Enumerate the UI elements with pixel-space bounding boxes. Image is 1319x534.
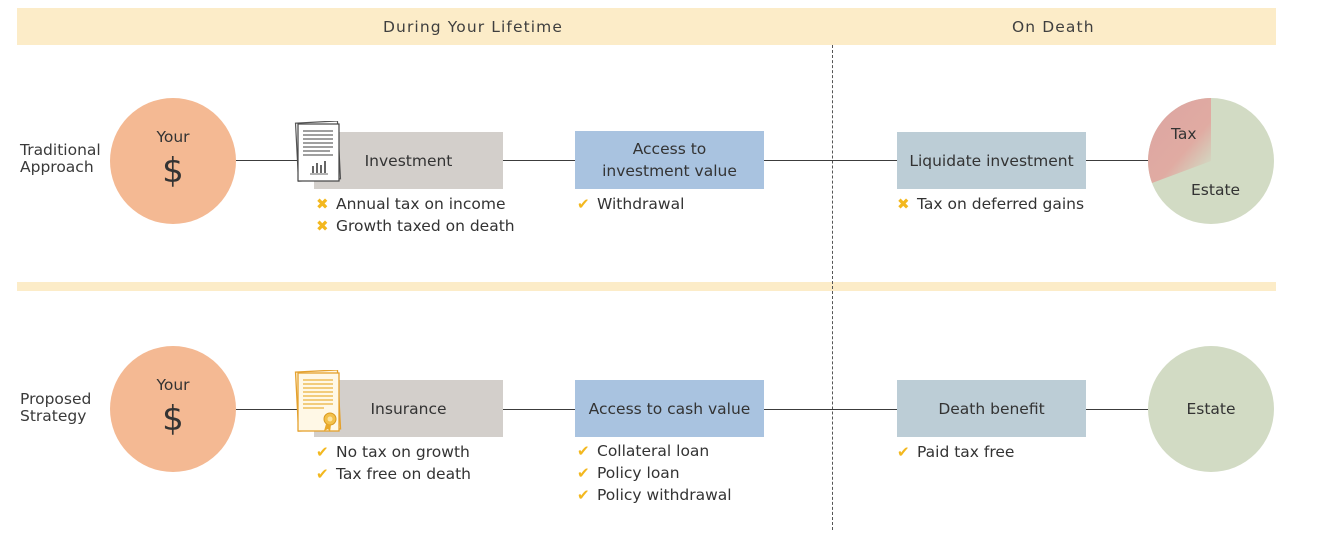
- proposed-dollar-icon: $: [162, 399, 184, 439]
- lifetime-death-divider: [832, 45, 833, 530]
- insurance-note-1: ✔No tax on growth: [316, 442, 470, 464]
- traditional-approach-label: Traditional Approach: [20, 141, 101, 176]
- insurance-note-2: ✔Tax free on death: [316, 464, 471, 486]
- check-icon: ✔: [316, 465, 329, 483]
- cross-icon: ✖: [897, 195, 910, 213]
- check-icon: ✔: [897, 443, 910, 461]
- pie-estate-label: Estate: [1191, 181, 1241, 199]
- death-benefit-box: Death benefit: [897, 380, 1086, 437]
- investment-note-1: ✖Annual tax on income: [316, 194, 506, 216]
- investment-box: Investment: [314, 132, 503, 189]
- check-icon: ✔: [577, 442, 590, 460]
- access-cash-note-2: ✔Policy loan: [577, 463, 680, 485]
- header-on-death: On Death: [1012, 18, 1095, 36]
- access-cash-note-3: ✔Policy withdrawal: [577, 485, 732, 507]
- insurance-policy-icon: [294, 369, 342, 438]
- access-cash-value-label: Access to cash value: [588, 399, 751, 418]
- access-cash-value-box: Access to cash value: [575, 380, 764, 437]
- death-benefit-label: Death benefit: [938, 399, 1045, 418]
- proposed-strategy-label: Proposed Strategy: [20, 390, 92, 425]
- access-cash-note-1: ✔Collateral loan: [577, 441, 709, 463]
- estate-circle: Estate: [1148, 346, 1274, 472]
- liquidate-investment-label: Liquidate investment: [909, 151, 1074, 170]
- check-icon: ✔: [577, 486, 590, 504]
- investment-document-icon: [294, 120, 342, 187]
- traditional-your-label: Your: [156, 128, 190, 146]
- traditional-your-money-circle: [110, 98, 236, 224]
- access-investment-value-label: Access to investment value: [602, 140, 737, 180]
- tax-slice: [1148, 98, 1211, 183]
- pie-tax-label: Tax: [1171, 125, 1197, 143]
- row-divider-band: [17, 282, 1276, 291]
- investment-note-2: ✖Growth taxed on death: [316, 216, 515, 238]
- header-band: [17, 8, 1276, 45]
- traditional-dollar-icon: $: [162, 151, 184, 191]
- proposed-your-money-circle: [110, 346, 236, 472]
- access-investment-note-1: ✔Withdrawal: [577, 194, 684, 216]
- check-icon: ✔: [316, 443, 329, 461]
- insurance-box-label: Insurance: [370, 399, 447, 418]
- cross-icon: ✖: [316, 217, 329, 235]
- check-icon: ✔: [577, 195, 590, 213]
- liquidate-investment-box: Liquidate investment: [897, 132, 1086, 189]
- header-lifetime: During Your Lifetime: [383, 18, 563, 36]
- check-icon: ✔: [577, 464, 590, 482]
- investment-box-label: Investment: [364, 151, 453, 170]
- liquidate-note-1: ✖Tax on deferred gains: [897, 194, 1084, 216]
- estate-circle-label: Estate: [1186, 400, 1236, 418]
- access-investment-value-box: Access to investment value: [575, 131, 764, 189]
- tax-estate-pie: [1147, 97, 1275, 225]
- death-benefit-note-1: ✔Paid tax free: [897, 442, 1014, 464]
- proposed-your-label: Your: [156, 376, 190, 394]
- cross-icon: ✖: [316, 195, 329, 213]
- insurance-box: Insurance: [314, 380, 503, 437]
